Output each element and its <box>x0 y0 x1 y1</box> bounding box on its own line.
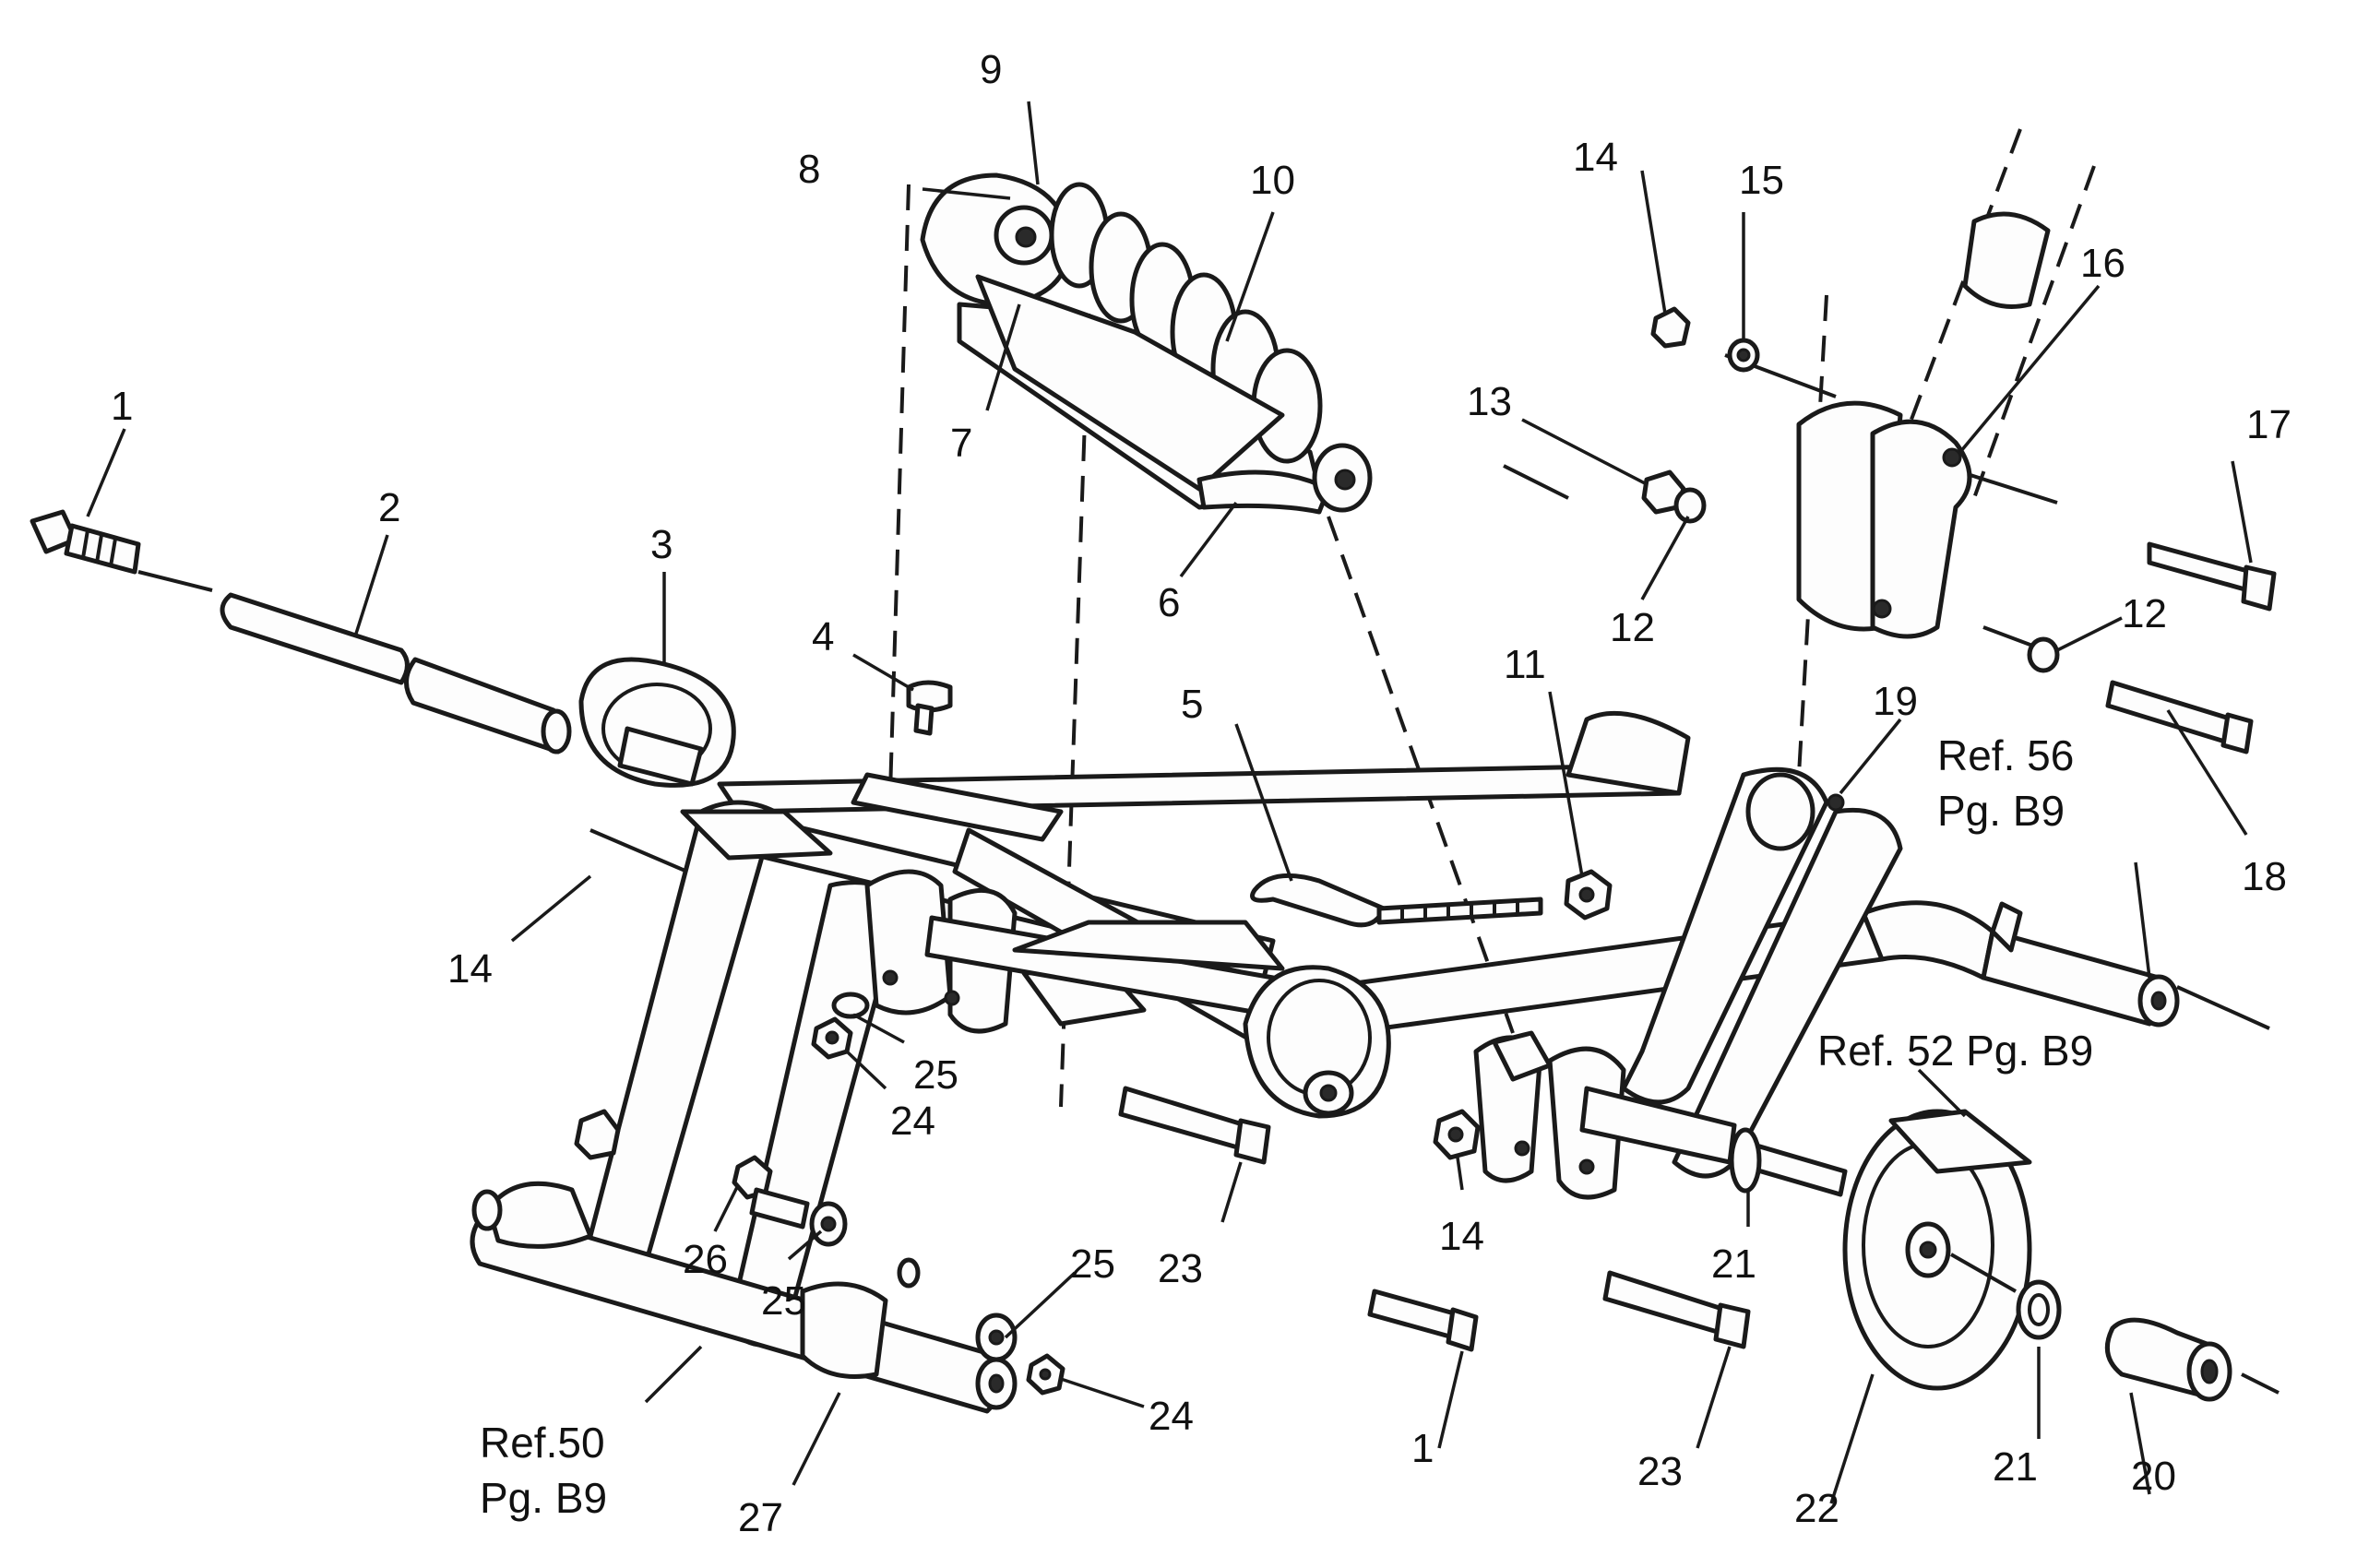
callout-8: 8 <box>798 147 820 192</box>
wheel-assembly <box>1727 1109 2232 1402</box>
callout-24: 24 <box>890 1099 935 1144</box>
bolt-1-upper <box>30 509 141 575</box>
callout-6: 6 <box>1158 580 1180 625</box>
callout-7: 7 <box>950 421 972 466</box>
callout-23: 23 <box>1637 1449 1683 1494</box>
callout-20: 20 <box>2131 1454 2176 1499</box>
eyebolt-5 <box>1250 873 1543 928</box>
callout-17: 17 <box>2246 402 2292 447</box>
center-plates <box>864 869 1285 1034</box>
callout-13: 13 <box>1467 379 1512 424</box>
ref-56-line1: Ref. 56 <box>1937 731 2074 779</box>
callout-4: 4 <box>812 614 834 659</box>
nut-11 <box>1564 869 1613 921</box>
spacer-tube-2 <box>220 592 572 754</box>
ref-52: Ref. 52 Pg. B9 <box>1817 1027 2093 1075</box>
ref-50-line1: Ref.50 <box>480 1419 605 1467</box>
ref-50-line2: Pg. B9 <box>480 1474 607 1522</box>
callout-18: 18 <box>2242 854 2287 899</box>
reference-notes: Ref. 56 Pg. B9 Ref. 52 Pg. B9 Ref.50 Pg.… <box>480 731 2093 1522</box>
callout-5: 5 <box>1181 682 1203 727</box>
callout-27: 27 <box>738 1495 783 1540</box>
ref-56-line2: Pg. B9 <box>1937 787 2065 835</box>
mount-bracket-assembly <box>1641 211 2277 754</box>
callout-23: 23 <box>1158 1246 1203 1291</box>
callout-3: 3 <box>650 522 673 567</box>
housing-3 <box>578 657 736 788</box>
callout-14: 14 <box>1573 135 1618 180</box>
callout-14: 14 <box>1439 1214 1484 1259</box>
bolt-4 <box>906 680 953 736</box>
callout-1: 1 <box>1411 1426 1434 1471</box>
callout-11: 11 <box>1504 642 1546 687</box>
callout-labels: 1 2 3 4 5 6 7 8 9 10 11 12 12 13 14 14 1… <box>111 47 2292 1540</box>
bracket-19 <box>1621 766 1903 1179</box>
alignment-lines <box>137 128 2280 1395</box>
callout-25: 25 <box>913 1052 958 1098</box>
callout-21: 21 <box>1711 1241 1756 1287</box>
callout-16: 16 <box>2080 241 2125 286</box>
callout-1: 1 <box>111 384 133 429</box>
leader-lines <box>86 101 2253 1504</box>
front-arm-assembly <box>470 800 1147 1414</box>
callout-25: 25 <box>1070 1241 1115 1287</box>
callout-12: 12 <box>2122 591 2167 636</box>
callout-12: 12 <box>1610 605 1655 650</box>
callout-2: 2 <box>378 485 400 530</box>
housing-center <box>1243 965 1391 1119</box>
callout-9: 9 <box>980 47 1002 92</box>
callout-14: 14 <box>447 946 493 992</box>
callout-24: 24 <box>1149 1394 1194 1439</box>
callout-25: 25 <box>761 1278 806 1324</box>
callout-10: 10 <box>1250 158 1295 203</box>
lower-fasteners <box>732 992 1751 1396</box>
ref56-tube <box>1981 901 2180 1028</box>
callout-26: 26 <box>683 1237 728 1282</box>
callout-15: 15 <box>1739 158 1784 203</box>
callout-22: 22 <box>1794 1486 1839 1531</box>
callout-21: 21 <box>1993 1444 2038 1490</box>
callout-19: 19 <box>1873 679 1918 724</box>
shock-absorber <box>920 172 1373 515</box>
